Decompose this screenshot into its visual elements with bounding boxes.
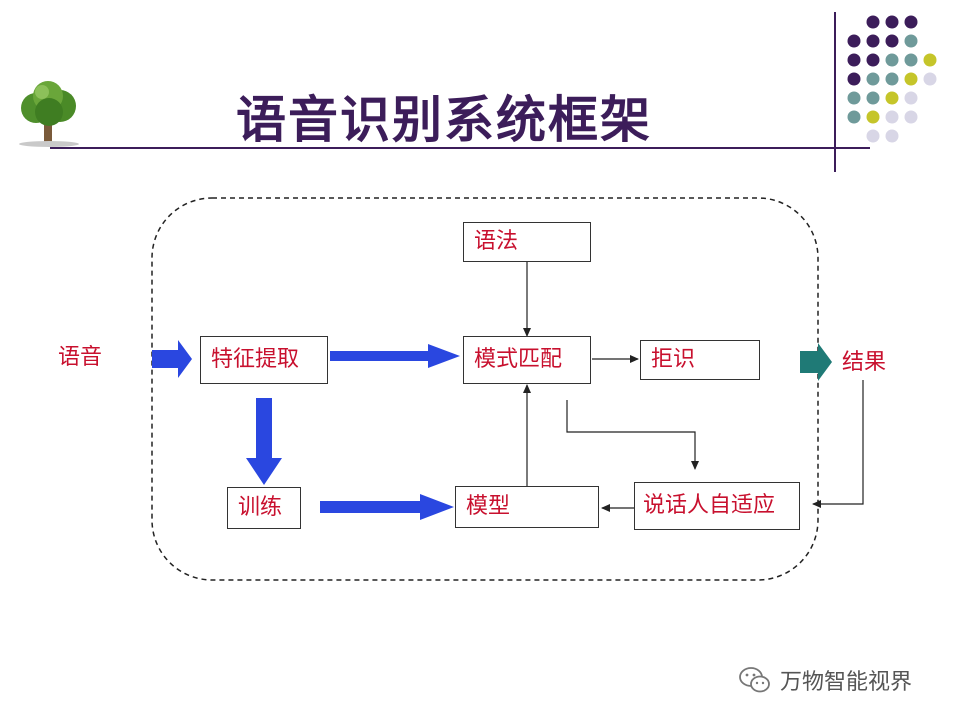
decor-dot xyxy=(885,53,899,67)
watermark-text: 万物智能视界 xyxy=(780,670,913,695)
feature-extraction-box: 特征提取 xyxy=(200,336,328,384)
decor-dot xyxy=(866,129,880,143)
output-label: 结果 xyxy=(842,350,887,375)
decor-dot xyxy=(904,110,918,124)
grammar-box: 语法 xyxy=(463,222,591,262)
rejection-box: 拒识 xyxy=(640,340,760,380)
train-to-model-arrow xyxy=(320,494,454,520)
decor-dot xyxy=(885,34,899,48)
decor-dot xyxy=(847,91,861,105)
decor-dot xyxy=(904,53,918,67)
decor-dot xyxy=(847,53,861,67)
input-arrow xyxy=(152,340,192,378)
result-to-adapt-line xyxy=(812,380,864,508)
decor-dot xyxy=(866,110,880,124)
feature-to-match-arrow xyxy=(330,344,460,368)
feature-to-train-arrow xyxy=(246,398,282,485)
decor-dot xyxy=(885,110,899,124)
decor-dot xyxy=(847,110,861,124)
decor-dot xyxy=(885,15,899,29)
decor-dot xyxy=(904,72,918,86)
decor-dot xyxy=(866,72,880,86)
output-arrow xyxy=(800,343,832,381)
tree-icon xyxy=(14,78,84,152)
decor-dot xyxy=(866,34,880,48)
decor-dot xyxy=(847,72,861,86)
model-box: 模型 xyxy=(455,486,599,528)
decor-dot xyxy=(866,15,880,29)
decor-dot xyxy=(904,34,918,48)
decor-dot xyxy=(866,91,880,105)
decor-dot xyxy=(923,72,937,86)
page-title: 语音识别系统框架 xyxy=(236,90,652,149)
system-boundary xyxy=(151,197,819,581)
match-to-adapt-line xyxy=(566,400,699,470)
decor-dot xyxy=(904,91,918,105)
decor-dot xyxy=(885,72,899,86)
input-label: 语音 xyxy=(58,345,103,370)
decor-dot xyxy=(866,53,880,67)
decor-dot xyxy=(923,53,937,67)
pattern-matching-box: 模式匹配 xyxy=(463,336,591,384)
wechat-icon xyxy=(739,667,770,693)
decor-dot xyxy=(885,129,899,143)
speaker-adaptation-box: 说话人自适应 xyxy=(634,482,800,530)
decor-dot xyxy=(904,15,918,29)
decor-dot xyxy=(847,34,861,48)
watermark: 万物智能视界 xyxy=(738,664,912,696)
decor-dot xyxy=(885,91,899,105)
dot-grid-decoration xyxy=(847,15,937,143)
training-box: 训练 xyxy=(227,487,301,529)
